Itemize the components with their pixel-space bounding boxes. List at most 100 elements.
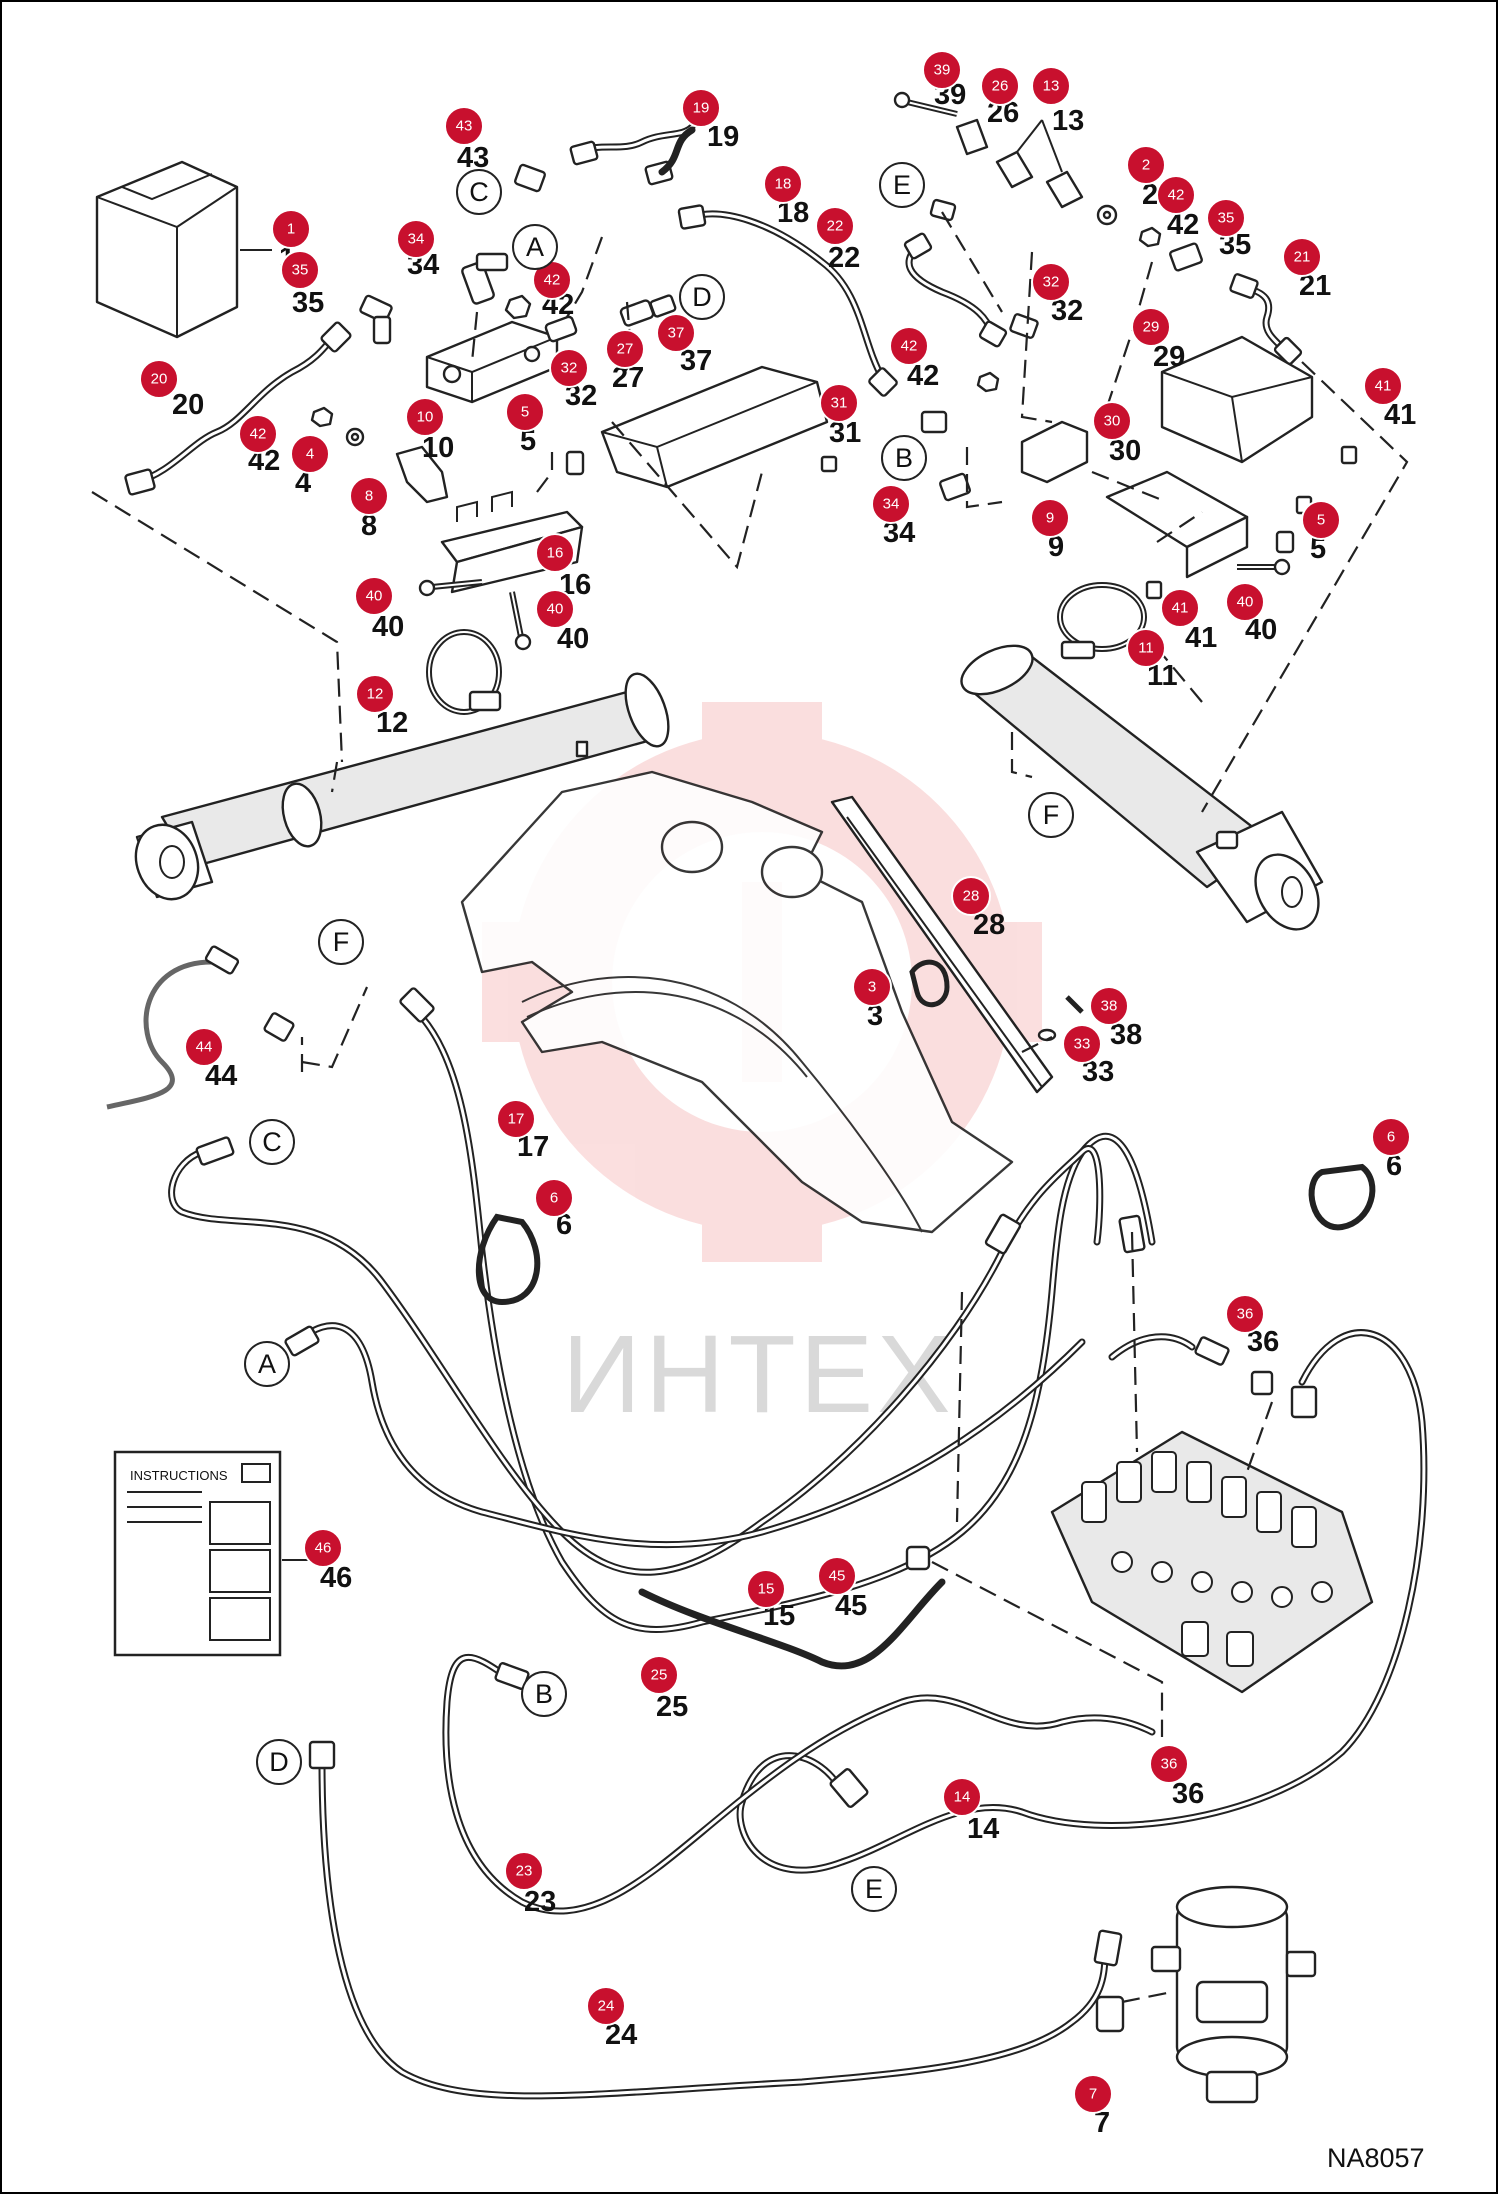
callout-badge xyxy=(1225,1294,1265,1334)
part-number-label: 35 xyxy=(292,287,324,319)
callout-badge-number: 22 xyxy=(827,218,844,235)
callout-badge-number: 40 xyxy=(366,588,383,605)
callout-badge xyxy=(1031,66,1071,106)
callout-badge xyxy=(605,329,645,369)
hydraulic-motor xyxy=(1150,1885,1317,2104)
connector-letter: A xyxy=(258,1349,276,1379)
callout-badge-number: 41 xyxy=(1172,600,1189,617)
callout-badge-number: 42 xyxy=(250,426,267,443)
callout-badge-number: 1 xyxy=(287,221,295,238)
callout-badge xyxy=(280,250,320,290)
callout-badge xyxy=(303,1528,343,1568)
callout-badge-number: 2 xyxy=(1142,157,1150,174)
connector-circle xyxy=(1028,792,1074,838)
bolt-39 xyxy=(893,91,958,117)
part-number-label: 40 xyxy=(557,623,589,655)
callout-badge xyxy=(349,476,389,516)
part-number-label: 5 xyxy=(1310,533,1326,565)
callout-3: 33 xyxy=(852,967,892,1032)
callout-badge-number: 10 xyxy=(417,409,434,426)
connector-circle xyxy=(256,1739,302,1785)
part-number-label: 13 xyxy=(1052,105,1084,137)
fitting-44 xyxy=(263,1012,295,1042)
callout-badge-number: 5 xyxy=(521,404,529,421)
callout-badge xyxy=(1092,401,1132,441)
callout-badge-number: 37 xyxy=(668,325,685,342)
callout-7: 77 xyxy=(1073,2074,1113,2139)
callout-badge xyxy=(819,383,859,423)
callout-badge xyxy=(942,1777,982,1817)
callout-badge-number: 35 xyxy=(292,262,309,279)
callout-badge xyxy=(504,1851,544,1891)
valve-block-part xyxy=(425,320,559,404)
callout-6: 66 xyxy=(534,1178,574,1241)
clamp-11 xyxy=(1057,582,1147,660)
callout-badge-number: 6 xyxy=(1387,1129,1395,1146)
callout-badge-number: 31 xyxy=(831,395,848,412)
block-9 xyxy=(1020,420,1089,484)
clip-6-right xyxy=(1308,1163,1376,1231)
connector-A: A xyxy=(512,224,558,270)
callout-badge xyxy=(549,348,589,388)
callout-badge xyxy=(681,88,721,128)
elbow-fitting-7 xyxy=(1095,1995,1125,2033)
connector-C: C xyxy=(456,169,502,215)
callout-badge-number: 13 xyxy=(1043,78,1060,95)
callout-badge-number: 34 xyxy=(408,231,425,248)
control-valve-bank xyxy=(1050,1430,1374,1694)
connector-letter: A xyxy=(526,232,544,262)
connector-circle xyxy=(879,162,925,208)
callout-badge-number: 35 xyxy=(1218,210,1235,227)
connector-letter: B xyxy=(535,1679,553,1709)
callout-badge-number: 11 xyxy=(1138,640,1154,657)
connector-letter: C xyxy=(469,177,489,207)
callout-badge-number: 42 xyxy=(544,272,561,289)
callout-badge xyxy=(354,576,394,616)
callout-badge-number: 5 xyxy=(1317,512,1325,529)
callout-badge-number: 28 xyxy=(963,888,980,905)
callout-badge xyxy=(1131,307,1171,347)
connector-circle xyxy=(851,1866,897,1912)
part-number-label: 5 xyxy=(520,425,536,457)
callout-badge xyxy=(1089,986,1129,1026)
callout-badge-number: 40 xyxy=(1237,594,1254,611)
clip-6-left xyxy=(475,1213,541,1306)
connector-circle xyxy=(244,1341,290,1387)
callout-badge xyxy=(980,66,1020,106)
callout-badge-number: 33 xyxy=(1074,1036,1091,1053)
callout-badge-number: 36 xyxy=(1237,1306,1254,1323)
callout-badge-number: 12 xyxy=(367,686,384,703)
callout-badge xyxy=(139,359,179,399)
callout-badge-number: 25 xyxy=(651,1667,668,1684)
dashed-leaders xyxy=(91,211,1409,2004)
connector-circle xyxy=(512,224,558,270)
callout-badge-number: 36 xyxy=(1161,1756,1178,1773)
nut-42 xyxy=(504,294,532,320)
part-number-label: 19 xyxy=(707,121,739,153)
callout-badge-number: 32 xyxy=(1043,274,1060,291)
callout-badge xyxy=(746,1569,786,1609)
callout-6: 66 xyxy=(1371,1117,1411,1182)
connector-circle xyxy=(521,1671,567,1717)
callout-badge xyxy=(444,106,484,146)
instructions-title: INSTRUCTIONS xyxy=(130,1468,228,1483)
part-number-label: 22 xyxy=(828,242,860,274)
kit-box-part xyxy=(95,160,239,339)
